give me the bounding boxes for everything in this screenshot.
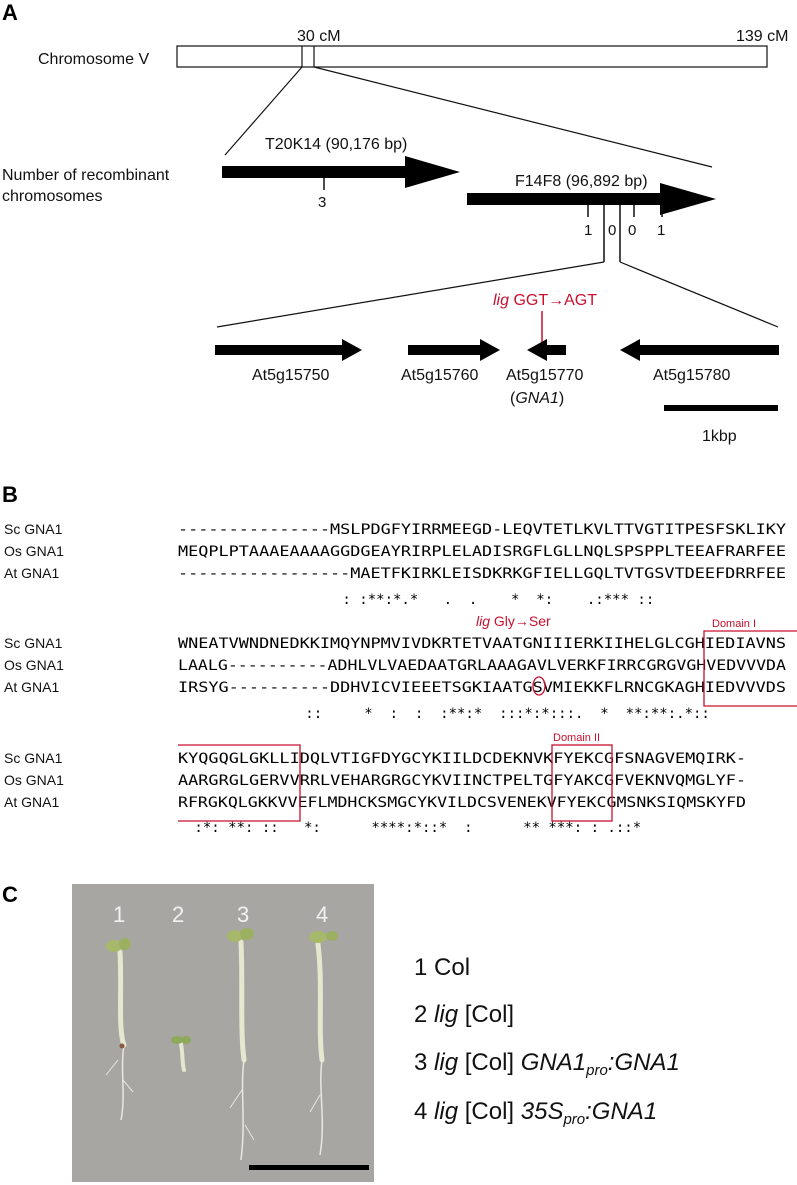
gene-label-at5g15780: At5g15780: [653, 367, 731, 384]
species-at-2: At GNA1: [4, 679, 59, 695]
seedling-1: [105, 938, 134, 1121]
alignment-block-3: Sc GNA1 Os GNA1 At GNA1 KYQGQGLGKLLIDQLV…: [4, 750, 746, 836]
seedling-4: [309, 931, 338, 1156]
bac-t20k14-arrow: [222, 156, 460, 188]
domain2-box: [551, 744, 613, 822]
bac-f14f8-arrow: [467, 183, 716, 215]
photo-scale-bar: [249, 1165, 369, 1170]
photo-label-3: 3: [237, 902, 249, 927]
legend-item-1: 1 Col: [414, 954, 471, 981]
seq-os-2: LAALG----------ADHLVLVAEDAATGRLAAAGAVLVE…: [178, 658, 787, 674]
species-sc-3: Sc GNA1: [4, 750, 63, 766]
seq-sc-3: KYQGQGLGKLLIDQLVTIGFDYGCYKIILDCDEKNVKFYE…: [178, 751, 746, 767]
gene-at5g15750-arrow: [215, 339, 362, 361]
alignment-block-2: Sc GNA1 Os GNA1 At GNA1 WNEATVWNDNEDKKIM…: [4, 635, 787, 722]
bac2-count-3: 0: [628, 222, 636, 239]
gene-label-at5g15770: At5g15770: [506, 367, 584, 384]
bac2-count-4: 1: [657, 222, 665, 239]
scale-label: 1kbp: [702, 428, 737, 445]
panel-label-a: A: [2, 0, 18, 25]
panel-label-c: C: [2, 882, 18, 907]
chromosome-label: Chromosome V: [38, 51, 149, 68]
species-os-3: Os GNA1: [4, 772, 64, 788]
lig-residue-circle: [532, 676, 546, 696]
seq-sc-2: WNEATVWNDNEDKKIMQYNPMVIVDKRTETVAATGNIIIE…: [178, 636, 786, 652]
domain2-label: Domain II: [553, 732, 600, 744]
mutation-label: lig GGT→AGT: [493, 292, 597, 309]
seq-at-1: -----------------MAETFKIRKLEISDKRKGFIELL…: [178, 566, 786, 582]
zoom-line-left-2: [216, 261, 605, 328]
domain1-box-left: [178, 744, 301, 822]
seq-at-3: RFRGKQLGKKVVEFLMDHCKSMGCYKVILDCSVENEKVFY…: [178, 795, 746, 811]
conservation-3: :*: **: :: *: ****:*::* : ** ***: : .::*: [186, 820, 641, 836]
species-at-1: At GNA1: [4, 565, 59, 581]
photo-label-2: 2: [172, 902, 184, 927]
marker-139cm: 139 cM: [736, 28, 788, 45]
recombinant-label-2: chromosomes: [2, 188, 102, 205]
marker-30cm: 30 cM: [297, 28, 341, 45]
legend-item-3: 3 lig [Col] GNA1pro:GNA1: [414, 1049, 680, 1079]
photo-label-1: 1: [113, 902, 125, 927]
gene-at5g15780-arrow: [620, 339, 779, 361]
bac-t20k14-label: T20K14 (90,176 bp): [265, 136, 407, 153]
seq-sc-1: ---------------MSLPDGFYIRRMEEGD-LEQVTETL…: [178, 522, 787, 538]
bac2-count-1: 1: [584, 222, 592, 239]
species-at-3: At GNA1: [4, 794, 59, 810]
gna1-label: (GNA1): [510, 390, 564, 407]
bac2-count-2: 0: [608, 222, 616, 239]
seedling-photo: [72, 884, 374, 1182]
species-sc-2: Sc GNA1: [4, 635, 63, 651]
seq-os-3: AARGRGLGERVVRRLVEHARGRGCYKVIINCTPELTGFYA…: [178, 773, 746, 789]
conservation-1: : :**:*.* . . * *: .:*** ::: [275, 592, 654, 608]
recombinant-label-1: Number of recombinant: [2, 167, 170, 184]
domain1-box-right: [703, 630, 797, 707]
zoom-line-right: [313, 66, 713, 168]
seedling-3: [227, 928, 255, 1161]
legend-item-2: 2 lig [Col]: [414, 1001, 515, 1028]
zoom-line-right-2: [619, 261, 779, 328]
gene-label-at5g15750: At5g15750: [252, 367, 330, 384]
zoom-line-left: [224, 66, 303, 156]
bac-f14f8-label: F14F8 (96,892 bp): [515, 173, 648, 190]
seq-at-2: IRSYG----------DDHVICVIEEETSGKIAATGSVMIE…: [178, 680, 786, 696]
scale-bar: [664, 405, 778, 411]
conservation-2: :: * : : :**:* :::*:*:::. * **:**:.*::: [280, 706, 710, 722]
gene-at5g15770-arrow: [527, 339, 566, 361]
species-os-2: Os GNA1: [4, 657, 64, 673]
photo-label-4: 4: [316, 902, 328, 927]
bac1-count: 3: [318, 194, 326, 211]
seedling-2: [171, 1036, 191, 1072]
gene-at5g15760-arrow: [408, 339, 500, 361]
gene-label-at5g15760: At5g15760: [401, 367, 479, 384]
seq-os-1: MEQPLPTAAAEAAAAGGDGEAYRIRPLELADISRGFLGLL…: [178, 544, 786, 560]
species-sc-1: Sc GNA1: [4, 521, 63, 537]
chromosome-bar: [176, 45, 768, 68]
alignment-block-1: Sc GNA1 Os GNA1 At GNA1 ---------------M…: [4, 521, 787, 608]
species-os-1: Os GNA1: [4, 543, 64, 559]
lig-annotation: lig Gly→Ser: [476, 613, 551, 629]
domain1-label: Domain I: [712, 618, 756, 630]
legend-item-4: 4 lig [Col] 35Spro:GNA1: [414, 1098, 658, 1128]
panel-label-b: B: [2, 482, 18, 507]
